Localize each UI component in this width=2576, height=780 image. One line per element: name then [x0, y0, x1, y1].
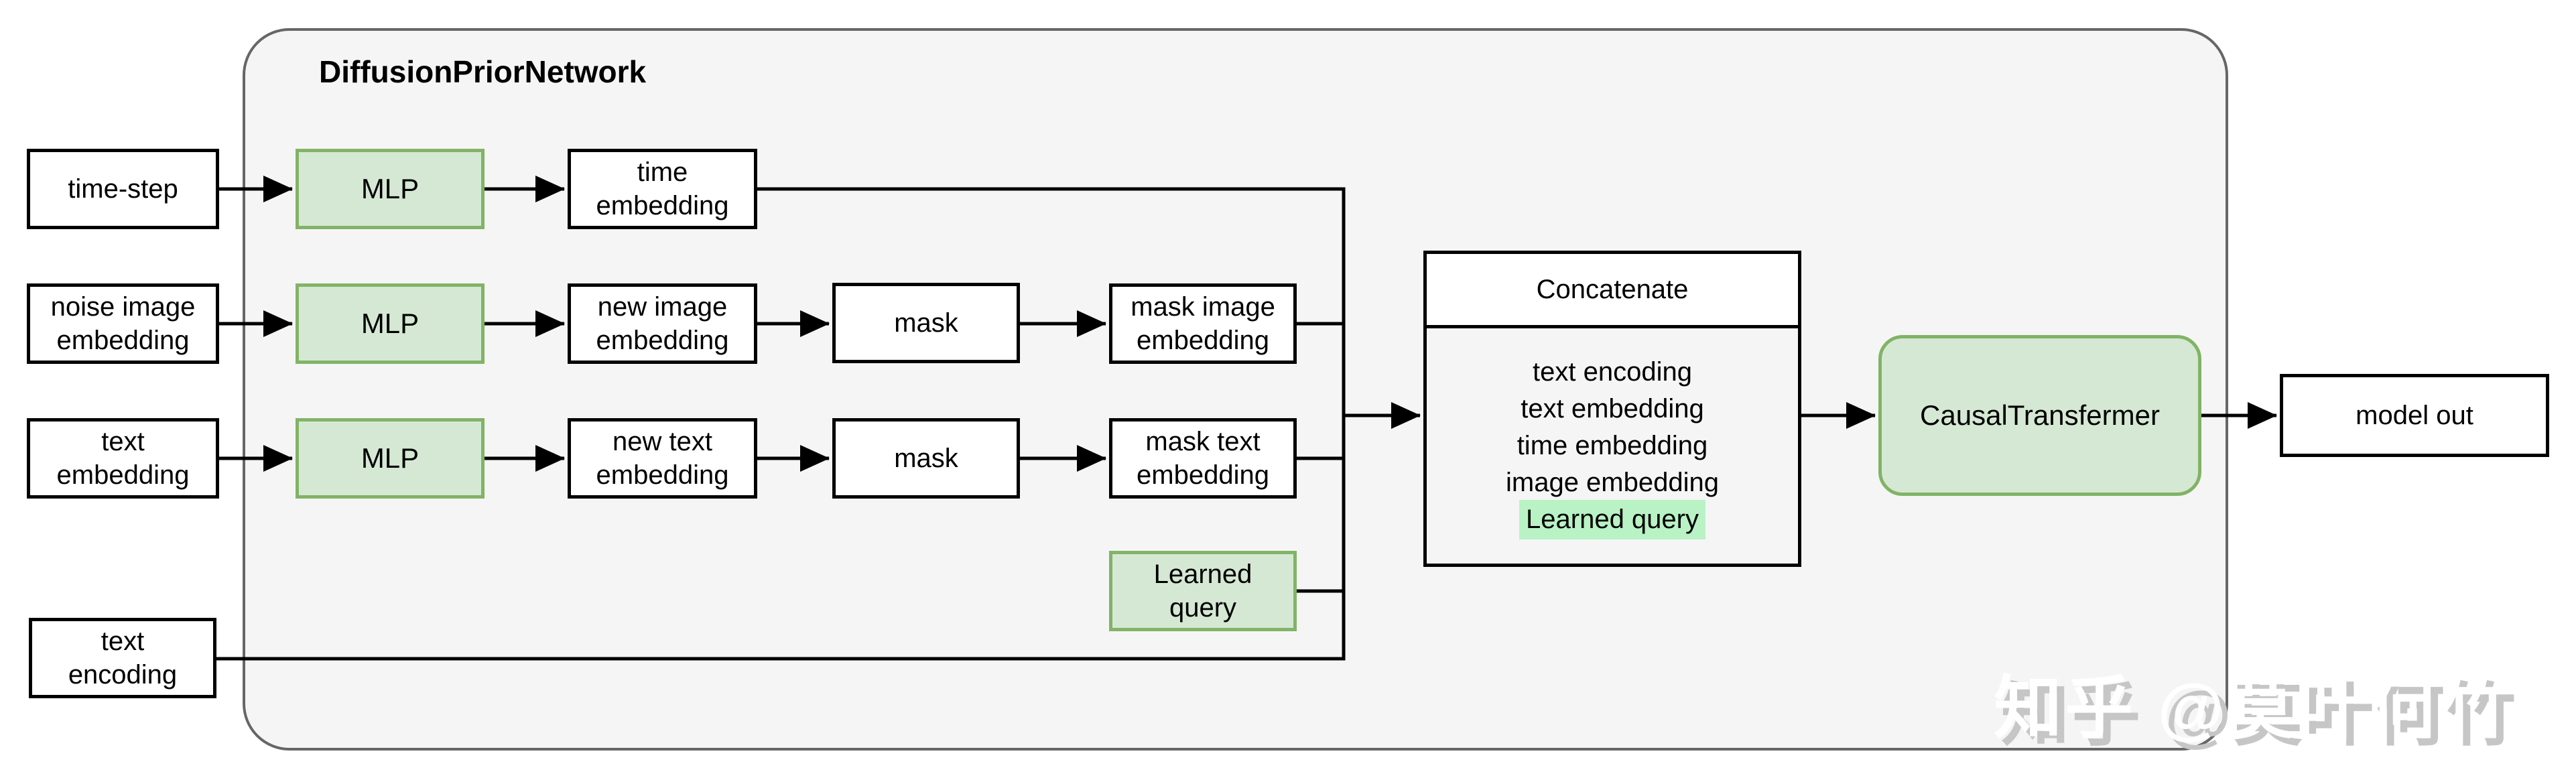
node-mlp-2: MLP	[296, 283, 485, 364]
node-mask-text-embedding: mask text embedding	[1109, 418, 1297, 499]
concat-item-time-embedding: time embedding	[1517, 431, 1708, 460]
node-time-embedding: time embedding	[568, 149, 757, 229]
node-model-out: model out	[2280, 374, 2549, 457]
node-mask-2: mask	[832, 418, 1020, 499]
node-mask-image-embedding: mask image embedding	[1109, 283, 1297, 364]
group-title: DiffusionPriorNetwork	[319, 54, 647, 89]
concat-item-learned-query: Learned query	[1519, 500, 1705, 539]
node-text-encoding: text encoding	[29, 618, 216, 698]
concatenate-title: Concatenate	[1427, 254, 1798, 328]
node-causal-transformer: CausalTransfermer	[1878, 335, 2201, 496]
node-new-text-embedding: new text embedding	[568, 418, 757, 499]
node-noise-image-embedding: noise image embedding	[27, 283, 219, 364]
concat-item-text-embedding: text embedding	[1521, 394, 1704, 424]
node-mlp-3: MLP	[296, 418, 485, 499]
node-learned-query: Learned query	[1109, 551, 1297, 631]
learned-query-highlight: Learned query	[1519, 500, 1705, 539]
node-text-embedding: text embedding	[27, 418, 219, 499]
node-new-image-embedding: new image embedding	[568, 283, 757, 364]
node-concatenate: Concatenate text encoding text embedding…	[1423, 251, 1801, 567]
concat-item-text-encoding: text encoding	[1533, 357, 1692, 387]
concat-item-image-embedding: image embedding	[1506, 468, 1719, 497]
concatenate-item-list: text encoding text embedding time embedd…	[1427, 328, 1798, 564]
node-mlp-1: MLP	[296, 149, 485, 229]
watermark: 知乎 @莫叶何竹	[1994, 670, 2511, 746]
node-time-step: time-step	[27, 149, 219, 229]
node-mask-1: mask	[832, 283, 1020, 363]
